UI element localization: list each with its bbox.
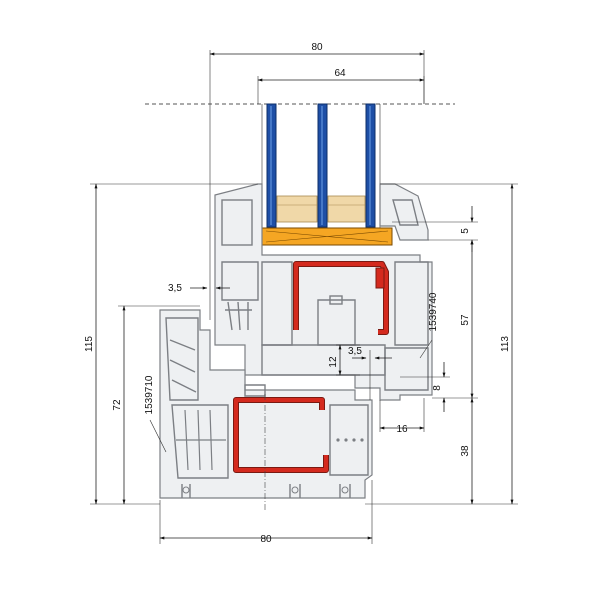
dim-rebate-gap: 8 bbox=[400, 362, 450, 412]
dim-overlap: 16 bbox=[379, 398, 425, 435]
triple-glazing bbox=[261, 103, 381, 240]
dim-gasket-center: 3,5 bbox=[348, 346, 392, 400]
dim-frame-inner: 72 bbox=[112, 305, 200, 505]
dim-glass-clearance-label: 5 bbox=[460, 228, 471, 234]
dim-bottom-total-label: 80 bbox=[260, 534, 272, 545]
frame-profile bbox=[159, 309, 373, 499]
dim-top-total-label: 80 bbox=[311, 42, 323, 53]
dim-rebate-depth-label: 12 bbox=[328, 356, 339, 368]
dim-overall-right: 113 bbox=[365, 183, 518, 505]
dim-glass-clearance: 5 bbox=[392, 206, 478, 252]
dim-overlap-label: 16 bbox=[396, 424, 408, 435]
spacer-2 bbox=[327, 195, 366, 223]
dim-frame-height: 115 bbox=[84, 183, 258, 505]
dim-sash-height: 57 bbox=[428, 239, 478, 399]
frame-article-code: 1539710 bbox=[144, 375, 155, 414]
dim-frame-height-label: 115 bbox=[84, 336, 95, 352]
dim-bottom-offset-label: 38 bbox=[460, 445, 471, 457]
sash-article-code: 1539740 bbox=[428, 292, 439, 331]
dim-bottom-offset: 38 bbox=[460, 397, 474, 505]
dim-bottom-total: 80 bbox=[159, 480, 373, 545]
dim-rebate-depth: 12 bbox=[328, 344, 360, 376]
dim-glazing: 64 bbox=[257, 68, 425, 104]
dim-gasket-center-label: 3,5 bbox=[348, 346, 362, 357]
dim-top-total: 80 bbox=[209, 42, 425, 104]
dim-overall-right-label: 113 bbox=[500, 336, 511, 352]
spacer-1 bbox=[276, 195, 318, 223]
glazing-block bbox=[261, 227, 393, 246]
dim-glazing-label: 64 bbox=[334, 68, 346, 79]
dim-rebate-gap-label: 8 bbox=[432, 385, 443, 391]
dim-gasket-left-label: 3,5 bbox=[168, 283, 182, 294]
dim-frame-inner-label: 72 bbox=[112, 399, 123, 411]
dim-sash-height-label: 57 bbox=[460, 314, 471, 326]
dim-gasket-left: 3,5 bbox=[168, 104, 230, 320]
frame-reinforcement bbox=[234, 398, 328, 472]
